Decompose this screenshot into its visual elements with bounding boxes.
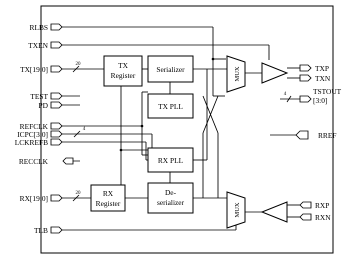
pd-label: PD [39, 101, 49, 110]
tx-register-block: TX Register [103, 55, 143, 87]
input-pin-pd: PD [39, 101, 63, 110]
chip-boundary [40, 5, 334, 254]
output-pin-tstout: TSTOUT [3:0] 4 [284, 87, 342, 105]
mux-bottom: MUX [226, 191, 246, 229]
input-pin-lckrefb: LCKREFB [15, 138, 63, 147]
tstout-width: 4 [284, 92, 287, 97]
pin-rref: RREF [295, 130, 336, 140]
tlb-label: TLB [34, 226, 48, 235]
txp-label: TXP [315, 64, 329, 73]
rx-register-block: RX Register [90, 184, 126, 212]
tx-bus-width: 20 [76, 62, 82, 67]
icpc-label: ICPC[3:0] [17, 130, 48, 139]
mux-bottom-label: MUX [234, 202, 241, 217]
junction-dots [119, 57, 215, 152]
test-label: TEST [30, 92, 48, 101]
output-pin-txp: TXP [299, 64, 329, 73]
input-pin-rxp: RXP [299, 201, 329, 210]
input-pin-rlbs: RLBS [30, 23, 63, 32]
deserializer-block: De- serializer [147, 182, 194, 214]
input-pin-tx-bus: TX[19:0] 20 [20, 62, 81, 74]
rx-pll-label: RX PLL [158, 156, 184, 165]
input-pin-rxn: RXN [299, 213, 331, 222]
txn-label: TXN [315, 74, 331, 83]
rref-label: RREF [318, 131, 336, 140]
icpc-width: 4 [83, 127, 86, 132]
output-pin-recclk: RECCLK [19, 157, 74, 166]
input-pin-test: TEST [30, 92, 63, 101]
tstout-label-1: TSTOUT [313, 87, 342, 96]
recclk-label: RECCLK [19, 157, 49, 166]
serializer-label: Serializer [156, 65, 185, 74]
input-pin-icpc: ICPC[3:0] 4 [17, 127, 86, 139]
rx-register-label-2: Register [96, 199, 121, 208]
tx-register-label-1: TX [118, 61, 129, 70]
tstout-label-2: [3:0] [313, 96, 327, 105]
tx-pll-label: TX PLL [158, 102, 183, 111]
tx-register-label-2: Register [111, 71, 136, 80]
refclk-label: REFCLK [20, 122, 49, 131]
output-pin-txn: TXN [299, 74, 331, 83]
tx-driver-icon [261, 62, 289, 84]
input-pin-rx-bus: RX[19:0] 20 [20, 191, 81, 203]
rxn-label: RXN [315, 213, 331, 222]
serializer-block: Serializer [147, 55, 194, 83]
txen-label: TXEN [28, 41, 48, 50]
rlbs-label: RLBS [30, 23, 48, 32]
mux-top: MUX [226, 55, 246, 93]
rx-pll-block: RX PLL [147, 147, 194, 173]
deserializer-label-1: De- [165, 188, 177, 197]
tx-bus-label: TX[19:0] [20, 65, 48, 74]
wires [62, 26, 300, 231]
input-pin-txen: TXEN [28, 41, 63, 50]
rx-receiver-icon [260, 201, 288, 223]
tx-pll-block: TX PLL [147, 93, 194, 119]
deserializer-label-2: serializer [157, 198, 185, 207]
rx-register-label-1: RX [103, 189, 114, 198]
input-pin-refclk: REFCLK [20, 122, 63, 131]
rx-bus-width: 20 [76, 191, 82, 196]
mux-top-label: MUX [234, 66, 241, 81]
lckrefb-label: LCKREFB [15, 138, 48, 147]
rxp-label: RXP [315, 201, 329, 210]
rx-bus-label: RX[19:0] [20, 194, 48, 203]
input-pin-tlb: TLB [34, 226, 63, 235]
